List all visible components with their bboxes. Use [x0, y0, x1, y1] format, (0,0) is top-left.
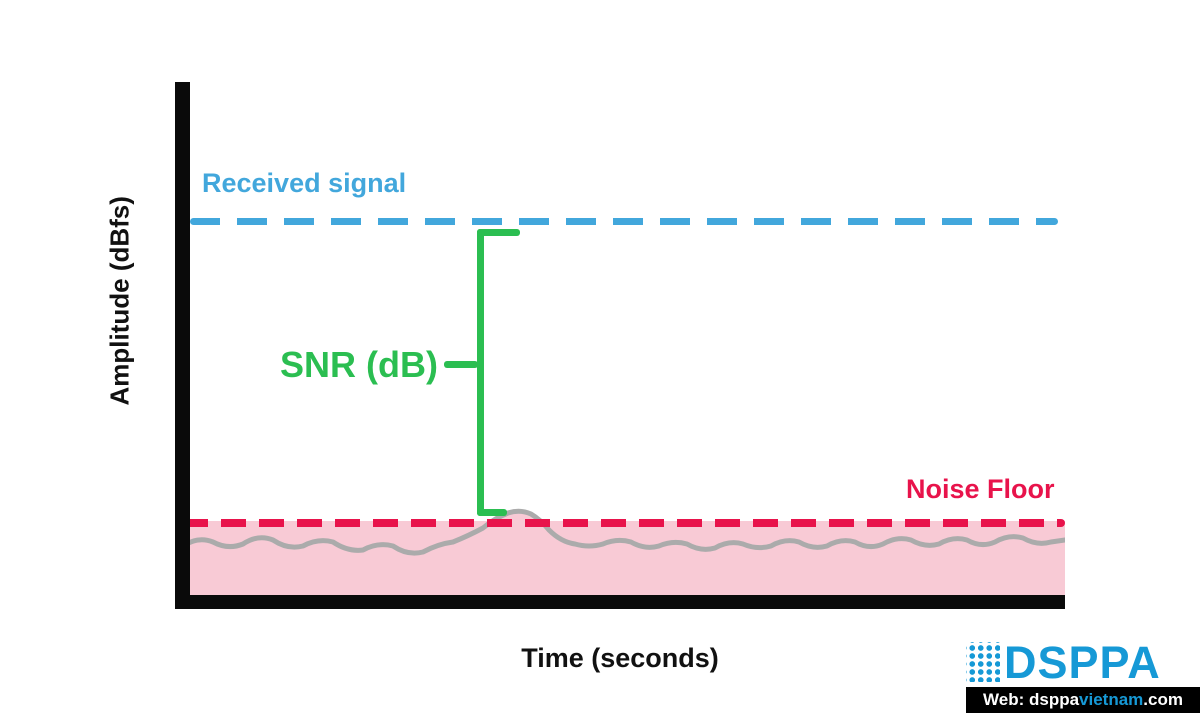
- noise-floor-label: Noise Floor: [906, 474, 1055, 504]
- noise-waveform: [183, 508, 1065, 600]
- brand-name: DSPPA: [1004, 636, 1161, 688]
- noise-wave-fill: [183, 511, 1065, 600]
- snr-bracket-bottom-tick: [477, 509, 507, 516]
- noise-wave-line: [183, 508, 1065, 556]
- x-axis: [175, 595, 1065, 609]
- received-signal-line: [190, 218, 1058, 225]
- received-signal-label: Received signal: [202, 168, 407, 198]
- y-axis-label: Amplitude (dBfs): [104, 196, 135, 406]
- x-axis-label: Time (seconds): [521, 643, 719, 673]
- y-axis: [175, 82, 190, 609]
- snr-label: SNR (dB): [280, 344, 438, 385]
- website-part2: vietnam: [1079, 690, 1144, 709]
- website-part1: dsppa: [1028, 690, 1080, 709]
- website-part3: .com: [1143, 690, 1183, 709]
- noise-floor-line: [183, 519, 1065, 527]
- dspp-dot-grid-icon: [966, 642, 1000, 682]
- snr-label-connector: [444, 361, 478, 368]
- snr-bracket-vertical: [477, 229, 484, 516]
- brand-logo: DSPPA: [966, 636, 1200, 688]
- website-prefix: Web:: [983, 690, 1029, 709]
- snr-bracket-top-tick: [477, 229, 520, 236]
